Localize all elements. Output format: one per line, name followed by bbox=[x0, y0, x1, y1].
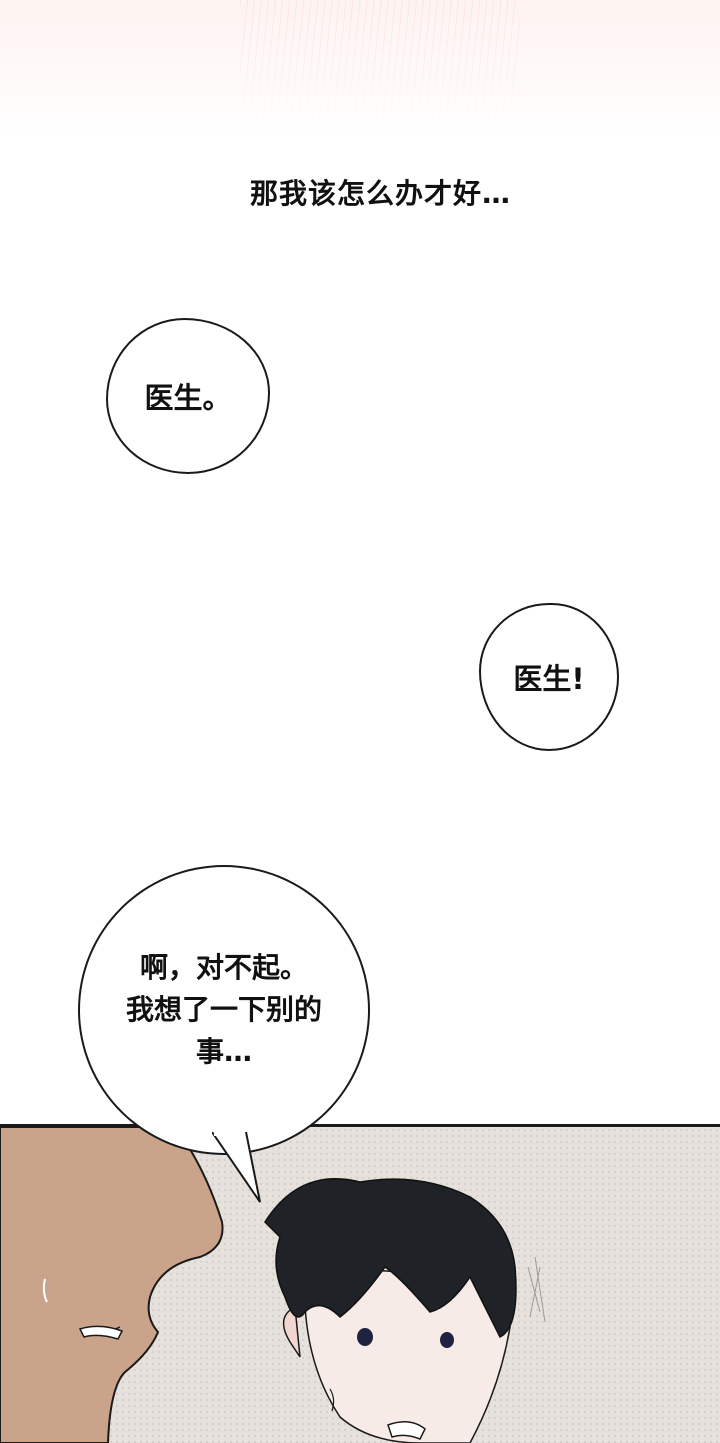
top-glow-background bbox=[0, 0, 720, 140]
sweat-drop bbox=[329, 1388, 335, 1412]
profile-teeth bbox=[78, 1325, 124, 1340]
shock-lines bbox=[527, 1256, 546, 1323]
bubble-text: 医生! bbox=[513, 662, 585, 696]
bubble-line: 事… bbox=[195, 1035, 252, 1068]
speech-bubble-3: 啊，对不起。 我想了一下别的 事… bbox=[78, 865, 370, 1155]
face bbox=[303, 1266, 511, 1443]
illustration-panel bbox=[0, 1124, 720, 1443]
speech-bubble-tail bbox=[212, 1132, 261, 1203]
bubble-line: 啊，对不起。 bbox=[139, 951, 308, 984]
profile-face bbox=[0, 1127, 224, 1443]
narration-text: 那我该怎么办才好… bbox=[250, 177, 512, 210]
left-eye bbox=[357, 1328, 373, 1346]
character-illustration bbox=[0, 1127, 546, 1443]
bubble-line: 我想了一下别的 bbox=[125, 993, 322, 1026]
speech-bubble-1: 医生。 bbox=[106, 318, 270, 474]
light-streaks bbox=[240, 0, 520, 130]
speech-bubble-2: 医生! bbox=[479, 603, 619, 751]
bubble-text: 医生。 bbox=[144, 381, 232, 415]
right-eye bbox=[440, 1332, 454, 1348]
hair bbox=[264, 1178, 517, 1339]
mouth bbox=[387, 1421, 426, 1440]
